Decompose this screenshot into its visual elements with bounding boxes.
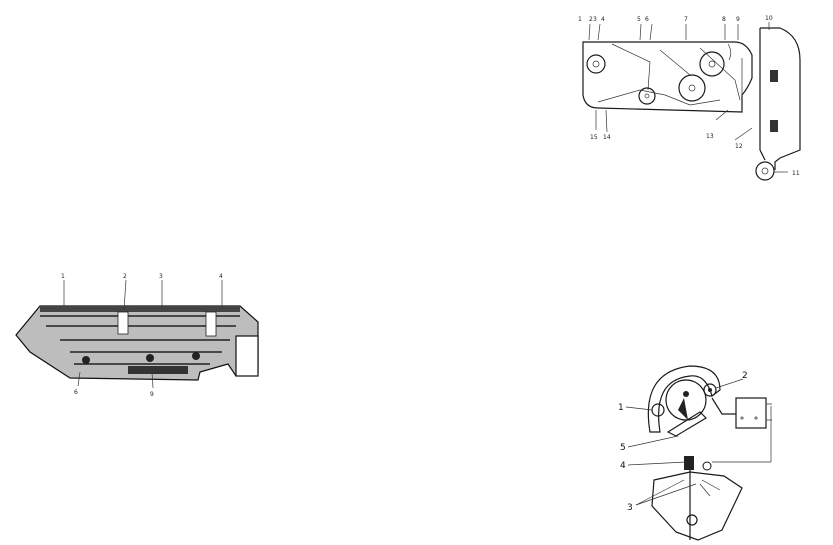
separator-label-4: 4 bbox=[620, 461, 626, 471]
separator-label-5: 5 bbox=[620, 443, 626, 453]
thresher-label-5: 5 bbox=[637, 16, 641, 23]
thresher-label-1: 1 bbox=[578, 16, 582, 23]
conveyor-label-9: 9 bbox=[150, 391, 154, 398]
conveyor-panel-2 bbox=[117, 311, 129, 335]
thresher-label-14: 14 bbox=[603, 134, 611, 141]
separator-diagram: 1 2 3 4 5 bbox=[618, 365, 772, 541]
separator-roller bbox=[703, 383, 717, 397]
conveyor-label-1: 1 bbox=[61, 273, 65, 280]
thresher-label-10: 10 bbox=[765, 15, 773, 22]
thresher-label-15: 15 bbox=[590, 134, 598, 141]
separator-label-2: 2 bbox=[742, 371, 748, 381]
thresher-elevator-tube bbox=[759, 27, 801, 170]
thresher-label-6: 6 bbox=[645, 16, 649, 23]
thresher-label-2: 2 bbox=[589, 16, 593, 23]
conveyor-label-3: 3 bbox=[159, 273, 163, 280]
separator-label-3: 3 bbox=[627, 503, 633, 513]
conveyor-gearbox bbox=[235, 335, 259, 377]
thresher-label-12: 12 bbox=[735, 143, 743, 150]
thresher-label-11: 11 bbox=[792, 170, 800, 177]
conveyor-label-6: 6 bbox=[74, 389, 78, 396]
conveyor-label-4: 4 bbox=[219, 273, 223, 280]
thresher-label-9: 9 bbox=[736, 16, 740, 23]
thresher-label-3: 3 bbox=[593, 16, 597, 23]
conveyor-panel-4 bbox=[205, 311, 217, 337]
separator-motor bbox=[735, 397, 767, 429]
thresher-drum-lower bbox=[638, 87, 656, 105]
thresher-drum-small bbox=[586, 54, 606, 74]
thresher-housing bbox=[582, 41, 753, 113]
thresher-diagram: 1 2 3 4 5 6 7 8 9 10 11 12 13 14 15 bbox=[578, 15, 801, 181]
conveyor-diagram: 1 2 3 4 6 9 bbox=[15, 273, 259, 398]
thresher-label-7: 7 bbox=[684, 16, 688, 23]
separator-lower-body bbox=[651, 471, 743, 541]
thresher-drum-mid bbox=[678, 74, 706, 102]
thresher-bottom-roller bbox=[755, 161, 775, 181]
thresher-label-8: 8 bbox=[722, 16, 726, 23]
thresher-drum-top bbox=[699, 51, 725, 77]
conveyor-label-2: 2 bbox=[123, 273, 127, 280]
thresher-label-4: 4 bbox=[601, 16, 605, 23]
separator-drum bbox=[665, 379, 707, 421]
thresher-label-13: 13 bbox=[706, 133, 714, 140]
separator-label-1: 1 bbox=[618, 403, 624, 413]
